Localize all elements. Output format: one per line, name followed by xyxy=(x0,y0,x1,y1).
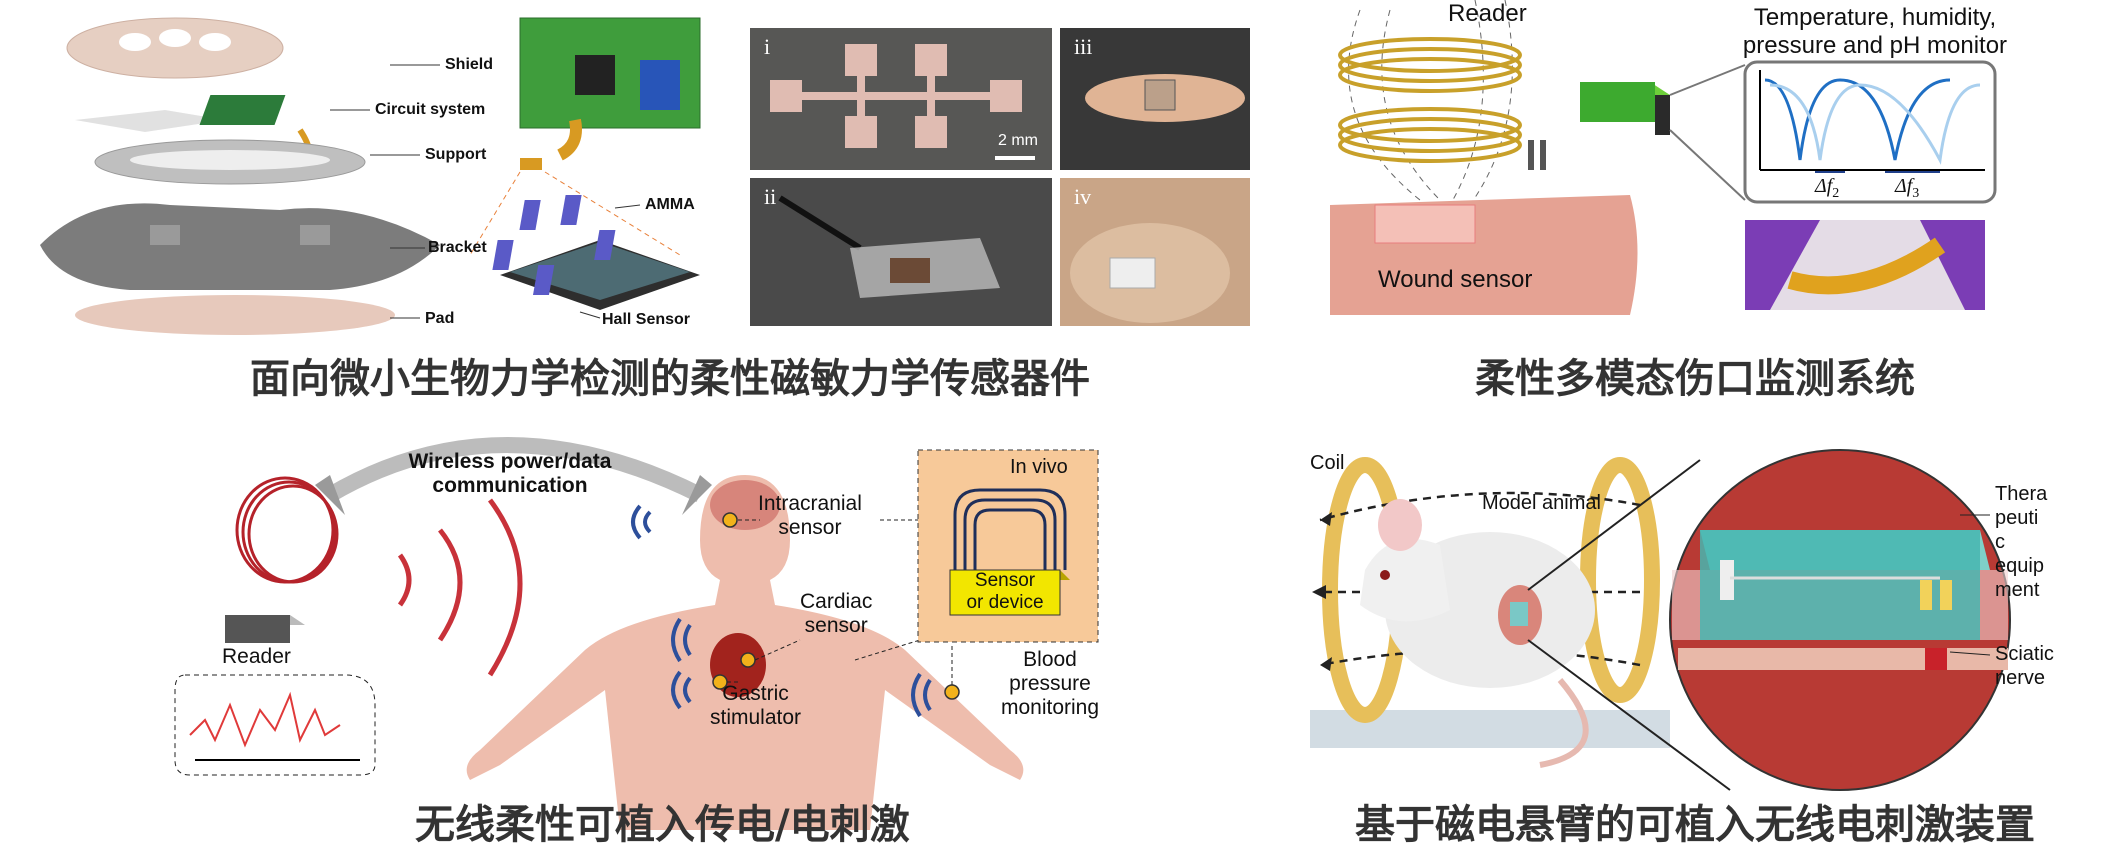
panel-wound-monitoring: Reader Temperature, humidity, pressure a… xyxy=(1300,0,2112,402)
layer-label-circuit: Circuit system xyxy=(375,101,486,118)
rat-stimulation-diagram xyxy=(1310,449,2011,791)
spectrum-plot xyxy=(1743,60,1997,204)
sciatic-line2: nerve xyxy=(1995,667,2046,689)
sensor-device-label: Sensor or device xyxy=(950,570,1060,614)
sensor-line1: Sensor xyxy=(974,570,1036,591)
gastric-label: Gastric stimulator xyxy=(710,682,801,730)
panel-magnetic-force-sensor: Shield Circuit system Support Bracket Pa… xyxy=(0,0,1270,402)
photo-tag: i xyxy=(764,34,771,59)
cardiac-label: Cardiac sensor xyxy=(800,590,872,638)
wound-monitor-diagram xyxy=(1330,0,1997,315)
reader-label: Reader xyxy=(222,645,291,668)
bracket-layer xyxy=(40,203,440,290)
photo-tag: iv xyxy=(1074,184,1092,209)
wireless-arrow xyxy=(325,437,704,503)
delta-f2-text: Δf xyxy=(1815,175,1833,197)
coil-label: Coil xyxy=(1310,452,1345,474)
panel-magnetoelectric-stimulator: Coil Model animal Thera peuti c equip me… xyxy=(1300,420,2112,850)
photo-iv: iv xyxy=(1060,178,1250,326)
monitor-title-line2: pressure and pH monitor xyxy=(1742,32,2008,59)
delta-f2-sub: 2 xyxy=(1832,186,1840,201)
caption-bottom-left: 无线柔性可植入传电/电刺激 xyxy=(415,802,910,848)
electrode-pattern xyxy=(770,44,1035,160)
exploded-device-diagram xyxy=(40,17,701,335)
layer-label-pad: Pad xyxy=(425,310,455,327)
therapeutic-label: Thera peuti c equip ment xyxy=(1995,482,2047,602)
sciatic-nerve-label: Sciatic nerve xyxy=(1995,642,2054,690)
sensor-line2: or device xyxy=(966,592,1044,613)
photo-iii: iii xyxy=(1060,28,1250,170)
scale-bar-label: 2 mm xyxy=(998,132,1038,149)
reader-coils xyxy=(1338,37,1522,163)
photo-tag: iii xyxy=(1074,34,1093,59)
photo-tag: ii xyxy=(764,184,777,209)
therapeutic-line1: Thera xyxy=(1995,483,2048,505)
signal-box xyxy=(174,674,376,776)
wireless-label-line2: communication xyxy=(432,474,588,497)
gastric-line2: stimulator xyxy=(710,706,802,729)
blood-line2: pressure xyxy=(1009,672,1091,695)
intracranial-line2: sensor xyxy=(778,516,842,539)
therapeutic-line4: equip xyxy=(1995,555,2044,577)
therapeutic-line2: peuti xyxy=(1995,507,2039,529)
in-vivo-label: In vivo xyxy=(1010,456,1068,478)
caption-bottom-right: 基于磁电悬臂的可植入无线电刺激装置 xyxy=(1355,802,2035,848)
cardiac-line1: Cardiac xyxy=(800,590,873,613)
wireless-label-line1: Wireless power/data xyxy=(408,450,612,473)
reader-coil xyxy=(235,476,339,584)
coil-right xyxy=(1580,457,1660,703)
layer-label-support: Support xyxy=(425,146,487,163)
monitor-title: Temperature, humidity, pressure and pH m… xyxy=(1710,4,2040,60)
blood-line3: monitoring xyxy=(1000,696,1100,719)
blood-pressure-label: Blood pressure monitoring xyxy=(975,648,1125,720)
model-animal-label: Model animal xyxy=(1482,492,1601,514)
pad-layer xyxy=(75,295,395,335)
panel-wireless-implant: Wireless power/data communication Reader… xyxy=(0,420,1270,850)
layer-label-bracket: Bracket xyxy=(428,239,487,256)
delta-f2-label: Δf2 xyxy=(1815,175,1839,202)
intracranial-line1: Intracranial xyxy=(758,492,862,515)
hall-sensor-label: Hall Sensor xyxy=(602,311,691,328)
reader-box xyxy=(1580,82,1655,122)
photo-i: i 2 mm xyxy=(750,28,1052,170)
sciatic-nerve xyxy=(1678,648,2008,670)
circuit-layer xyxy=(199,95,286,125)
delta-f3-label: Δf3 xyxy=(1895,175,1919,202)
wireless-implant-diagram xyxy=(174,437,1099,830)
therapeutic-line3: c xyxy=(1995,531,2005,553)
caption-top-left: 面向微小生物力学检测的柔性磁敏力学传感器件 xyxy=(250,356,1090,402)
sensor-device xyxy=(949,569,1061,616)
wireless-label: Wireless power/data communication xyxy=(360,450,660,498)
delta-f3-text: Δf xyxy=(1895,175,1913,197)
radio-waves xyxy=(397,498,523,677)
layer-label-shield: Shield xyxy=(445,56,494,73)
wound-sensor-label: Wound sensor xyxy=(1378,266,1533,293)
photo-ii: ii xyxy=(750,178,1052,326)
blood-line1: Blood xyxy=(1023,648,1077,671)
reader-label: Reader xyxy=(1448,0,1527,27)
monitor-title-line1: Temperature, humidity, xyxy=(1753,4,1997,31)
delta-f3-sub: 3 xyxy=(1912,186,1920,201)
shield-layer xyxy=(66,17,284,79)
gastric-line1: Gastric xyxy=(722,682,789,705)
therapeutic-device xyxy=(1700,530,1980,640)
sciatic-line1: Sciatic xyxy=(1995,643,2054,665)
reader-box xyxy=(225,615,290,643)
amma-label: AMMA xyxy=(645,196,695,213)
caption-top-right: 柔性多模态伤口监测系统 xyxy=(1475,356,1915,402)
therapeutic-line5: ment xyxy=(1995,579,2040,601)
intracranial-label: Intracranial sensor xyxy=(758,492,862,540)
cardiac-line2: sensor xyxy=(804,614,868,637)
